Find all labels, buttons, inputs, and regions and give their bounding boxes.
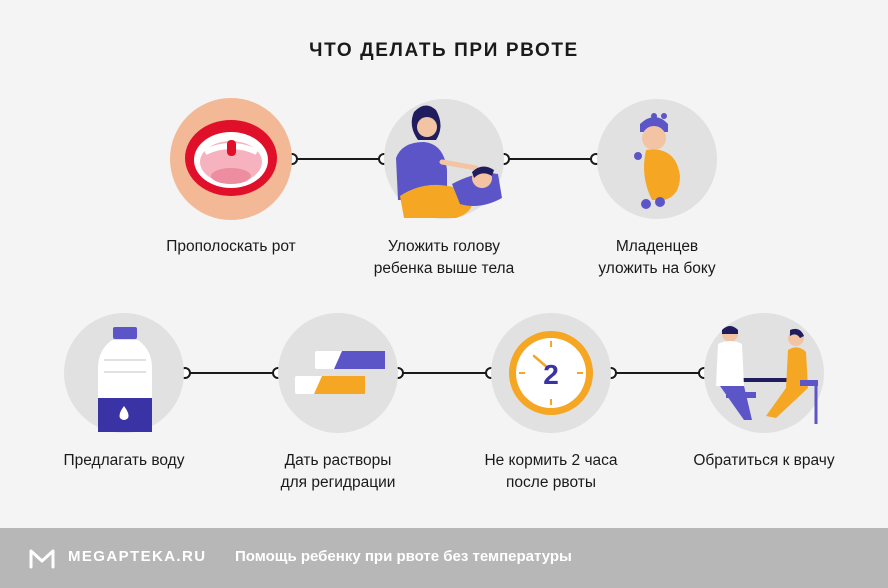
rehydration-sachets-icon [278,313,398,433]
clock-number: 2 [543,359,559,390]
step-label-no-feeding: Не кормить 2 часа после рвоты [484,452,618,491]
step-label-see-doctor: Обратиться к врачу [693,452,835,469]
step-label-offer-water: Предлагать воду [63,452,185,469]
doctor-visit-icon [704,313,824,433]
open-mouth-icon [170,98,292,220]
connectors-row-2 [179,367,710,379]
baby-on-side-icon [597,99,717,219]
footer-caption: Помощь ребенку при рвоте без температуры [235,548,572,565]
step-label-rinse-mouth: Прополоскать рот [166,238,296,255]
step-label-baby-on-side: Младенцев уложить на боку [598,238,716,277]
footer-bar: MEGAPTEKA.RU Помощь ребенку при рвоте бе… [0,528,888,588]
megapteka-logo-icon [29,549,55,569]
step-label-rehydration: Дать растворы для регидрации [280,452,396,491]
page-title: ЧТО ДЕЛАТЬ ПРИ РВОТЕ [309,40,579,61]
step-label-raise-head: Уложить голову ребенка выше тела [373,238,515,277]
water-bottle-icon [64,313,184,433]
mother-and-child-icon [384,99,504,219]
clock-icon: 2 [491,313,611,433]
footer-brand: MEGAPTEKA.RU [68,548,207,565]
